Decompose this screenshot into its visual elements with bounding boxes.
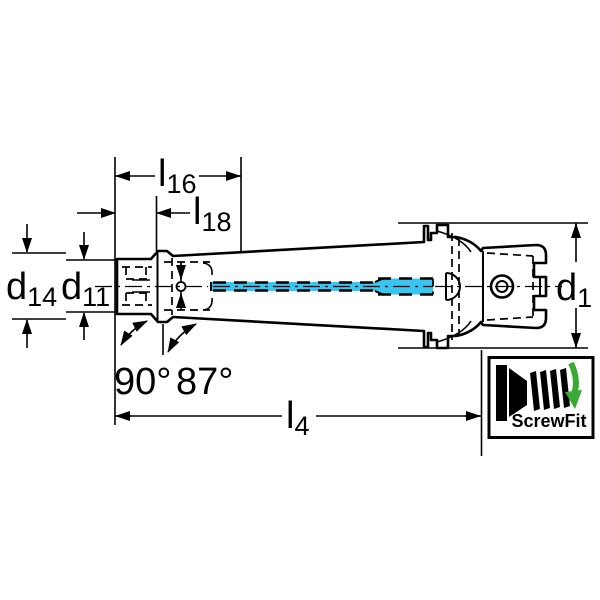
tool-body xyxy=(95,223,562,350)
coolant-thin-bore xyxy=(211,282,375,291)
dimension-lines xyxy=(12,157,588,456)
label-l4: l4 xyxy=(286,395,309,441)
label-l16: l16 xyxy=(158,153,197,199)
label-l18: l18 xyxy=(193,191,232,237)
label-angle-90: 90° xyxy=(114,361,171,403)
screw-icon xyxy=(496,365,570,421)
dimension-labels: l16 l18 d14 d11 d1 l4 90° 87° xyxy=(6,153,592,441)
label-d1: d1 xyxy=(556,267,592,313)
nose-hidden-lines xyxy=(122,266,152,306)
label-d11: d11 xyxy=(61,266,110,312)
gripper-groove-curve-top xyxy=(436,230,472,253)
label-d14: d14 xyxy=(6,266,57,312)
screwfit-badge: ScrewFit xyxy=(487,356,595,439)
badge-label: ScrewFit xyxy=(511,411,586,431)
rotation-arrow-icon xyxy=(565,361,582,409)
angle-arrows xyxy=(120,320,197,353)
coolant-channel xyxy=(210,277,434,296)
label-angle-87: 87° xyxy=(176,361,233,403)
gripper-groove-curve-bottom xyxy=(436,320,472,343)
